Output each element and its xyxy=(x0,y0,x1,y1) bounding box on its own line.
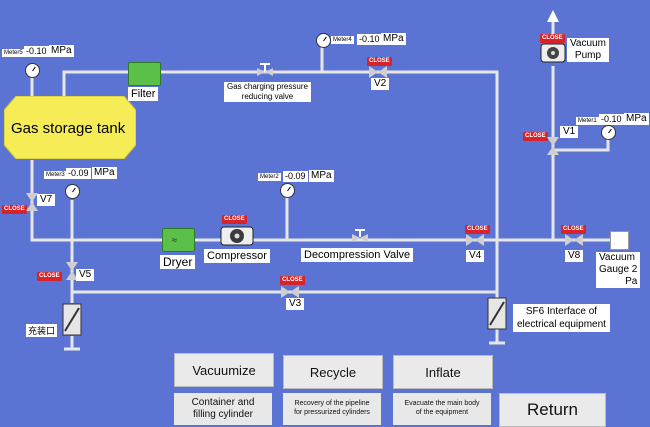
filter-label: Filter xyxy=(128,87,159,101)
vacuum-gauge-2-label: Vacuum Gauge 2 Pa xyxy=(596,252,641,288)
v4-label: V4 xyxy=(466,250,485,262)
sf6-interface-icon[interactable] xyxy=(487,297,507,330)
v5-close-badge[interactable]: CLOSE xyxy=(37,272,62,281)
meter3-name: Meter3 xyxy=(44,171,67,179)
v8-close-badge[interactable]: CLOSE xyxy=(561,225,586,234)
meter3-unit: MPa xyxy=(92,167,117,179)
meter1-value: -0.10 xyxy=(599,114,624,125)
decompression-valve-label: Decompression Valve xyxy=(301,248,414,262)
meter5-gauge-icon xyxy=(25,63,40,78)
v3-valve-icon[interactable] xyxy=(281,285,299,299)
meter4-name: Meter4 xyxy=(331,36,354,44)
v2-valve-icon[interactable] xyxy=(369,65,387,79)
v8-valve-icon[interactable] xyxy=(565,233,583,247)
compressor-close-badge[interactable]: CLOSE xyxy=(222,215,247,224)
meter2-unit: MPa xyxy=(309,170,334,182)
meter2-name: Meter2 xyxy=(258,173,281,181)
dryer-label: Dryer xyxy=(160,255,196,269)
vacuum-pump-label: Vacuum Pump xyxy=(567,38,609,62)
charging-port-icon[interactable] xyxy=(62,303,82,336)
meter5-unit: MPa xyxy=(49,45,74,57)
meter1-gauge-icon xyxy=(601,125,616,140)
meter1-name: Meter1 xyxy=(576,117,599,125)
meter1-unit: MPa xyxy=(624,113,649,125)
sf6-interface-label: SF6 Interface of electrical equipment xyxy=(513,304,610,332)
gas-charging-valve-icon[interactable] xyxy=(256,63,274,79)
v4-valve-icon[interactable] xyxy=(466,233,484,247)
exhaust-arrow-icon xyxy=(547,10,559,22)
compressor-label: Compressor xyxy=(204,249,270,263)
v2-close-badge[interactable]: CLOSE xyxy=(367,57,392,66)
vacuumize-button[interactable]: Vacuumize xyxy=(174,353,274,387)
meter3-gauge-icon xyxy=(65,184,80,199)
tank-label: Gas storage tank xyxy=(11,120,126,137)
decompression-valve-icon[interactable] xyxy=(351,229,369,245)
meter4-gauge-icon xyxy=(316,33,331,48)
vacuum-pump-close-badge[interactable]: CLOSE xyxy=(540,34,565,43)
v5-label: V5 xyxy=(76,269,95,281)
meter5-name: Meter5 xyxy=(2,49,25,57)
charging-port-label: 充装口 xyxy=(26,324,58,337)
gas-charging-valve-label: Gas charging pressure reducing valve xyxy=(224,82,311,102)
meter5-value: -0.10 xyxy=(24,46,49,57)
v4-close-badge[interactable]: CLOSE xyxy=(465,225,490,234)
dryer-unit[interactable]: ≈ xyxy=(162,228,195,252)
vacuum-gauge-2-sensor xyxy=(610,231,629,250)
heater-icon: ≈ xyxy=(172,235,177,245)
v7-close-badge[interactable]: CLOSE xyxy=(2,205,27,214)
v3-close-badge[interactable]: CLOSE xyxy=(280,276,305,285)
v1-label: V1 xyxy=(560,126,579,138)
recycle-button[interactable]: Recycle xyxy=(283,355,383,389)
v3-label: V3 xyxy=(286,298,305,310)
meter2-value: -0.09 xyxy=(283,171,308,182)
v1-valve-icon[interactable] xyxy=(546,137,560,155)
v7-valve-icon[interactable] xyxy=(25,193,39,211)
meter2-gauge-icon xyxy=(280,183,295,198)
v8-label: V8 xyxy=(565,250,584,262)
vacuum-pump-icon[interactable] xyxy=(540,42,566,64)
filter-unit[interactable] xyxy=(128,62,161,86)
inflate-button[interactable]: Inflate xyxy=(393,355,493,389)
return-button[interactable]: Return xyxy=(499,393,606,427)
meter4-value: -0.10 xyxy=(357,34,382,45)
v7-label: V7 xyxy=(37,194,56,206)
meter3-value: -0.09 xyxy=(66,168,91,179)
v5-valve-icon[interactable] xyxy=(65,262,79,280)
compressor-icon[interactable] xyxy=(220,225,254,247)
v1-close-badge[interactable]: CLOSE xyxy=(523,132,548,141)
meter4-unit: MPa xyxy=(381,33,406,45)
v2-label: V2 xyxy=(371,78,390,90)
